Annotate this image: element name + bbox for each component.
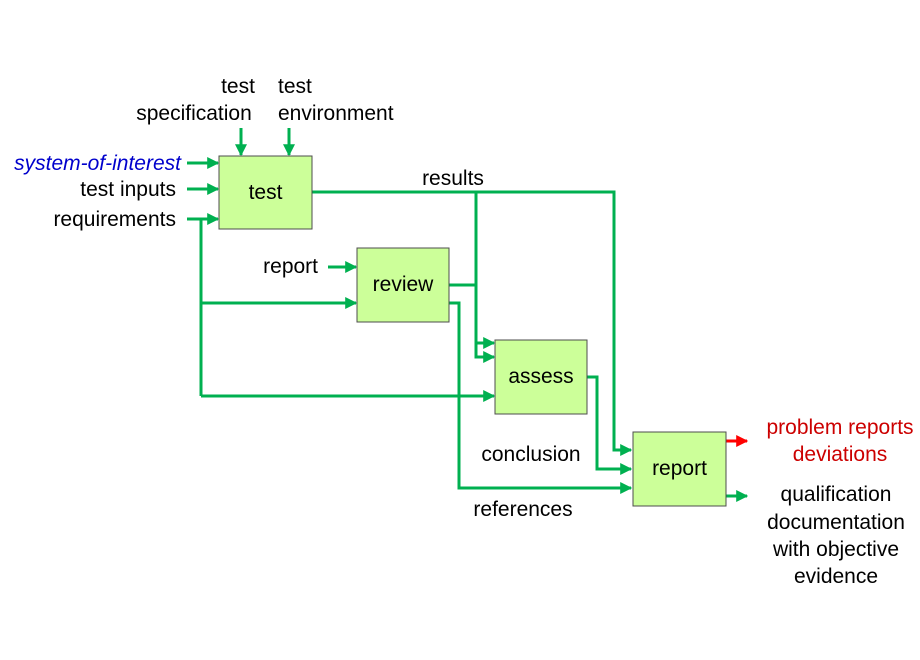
requirements-label: requirements: [53, 208, 176, 231]
report-box: report: [632, 431, 727, 507]
results-to-report-arrow: [312, 190, 633, 456]
test-box: test: [218, 155, 313, 230]
report-input-label: report: [263, 255, 318, 278]
conclusion-label: conclusion: [481, 443, 580, 466]
test-specification-label-line2: specification: [136, 102, 252, 125]
test-environment-label-line2: environment: [278, 102, 394, 125]
test-inputs-label: test inputs: [80, 178, 176, 201]
test-environment-label-line1: test: [278, 75, 312, 98]
results-to-assess-arrow: [474, 192, 496, 349]
qualification-label-line2: documentation: [767, 511, 905, 534]
review-to-assess-arrow: [449, 283, 496, 363]
system-of-interest-label: system-of-interest: [14, 152, 182, 175]
deviations-label: deviations: [793, 443, 888, 466]
conclusion-arrow: [587, 375, 633, 475]
qualification-label-line4: evidence: [794, 565, 878, 588]
test-specification-label-line1: test: [221, 75, 255, 98]
qualification-label-line1: qualification: [781, 483, 892, 506]
assess-box: assess: [494, 339, 588, 415]
problem-reports-label: problem reports: [766, 416, 913, 439]
references-arrow: [449, 301, 633, 494]
review-box: review: [356, 247, 450, 323]
assess-box-label: assess: [508, 365, 573, 388]
results-label: results: [422, 167, 484, 190]
report-box-label: report: [652, 457, 707, 480]
qualification-label-line3: with objective: [772, 538, 899, 561]
test-box-label: test: [249, 181, 283, 204]
review-box-label: review: [373, 273, 435, 296]
references-label: references: [473, 498, 572, 521]
